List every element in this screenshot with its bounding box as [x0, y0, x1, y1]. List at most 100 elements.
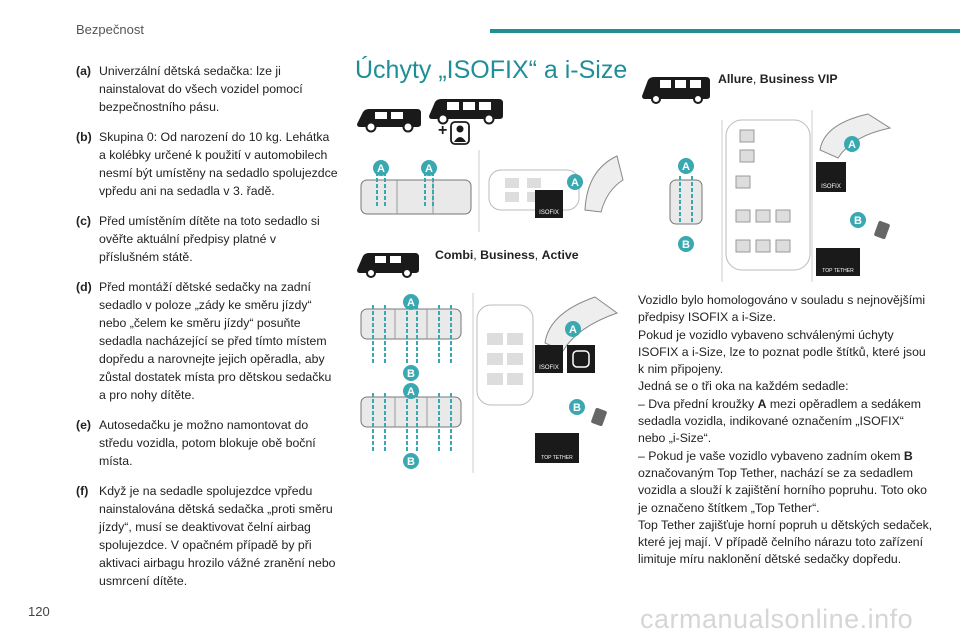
svg-text:TOP TETHER: TOP TETHER — [822, 268, 854, 274]
variant-name: Combi — [435, 248, 474, 262]
svg-text:A: A — [682, 161, 690, 173]
variant-name: Active — [541, 248, 579, 262]
short-van-icon — [357, 109, 421, 133]
note-text: Když je na sedadle spolujezdce vpředu na… — [99, 484, 336, 588]
child-seat-icon — [450, 121, 470, 145]
text: mezi opěradlem a sedákem sedadla vozidla… — [638, 396, 921, 446]
badge-a-icon: A — [403, 383, 419, 399]
note-text: Univerzální dětská sedačka: lze ji nains… — [99, 64, 303, 114]
paragraph: Vozidlo bylo homologováno v souladu s ne… — [638, 293, 926, 325]
svg-text:B: B — [407, 368, 415, 380]
van-floorplan-icon — [725, 119, 811, 271]
badge-a-icon: A — [373, 160, 389, 176]
note-label: (c) — [76, 214, 92, 228]
badge-b-icon: B — [678, 236, 694, 252]
seat-closeup-illustration: A — [544, 296, 619, 352]
text: – Pokud je vaše vozidlo vybaveno zadním … — [638, 448, 904, 463]
seat-closeup-illustration: A — [819, 113, 892, 159]
badge-b-icon: B — [403, 365, 419, 381]
note-e: (e) Autosedačku je možno namontovat do st… — [76, 416, 338, 470]
top-tether-label-icon: TOP TETHER — [816, 248, 860, 276]
svg-text:B: B — [682, 239, 690, 251]
notes-list: (a)Univerzální dětská sedačka: lze ji na… — [76, 62, 338, 602]
isofix-arrows-row-2 — [372, 305, 452, 365]
paragraph: Jedná se o tři oka na každém sedadle: — [638, 379, 849, 394]
isofix-description: Vozidlo bylo homologováno v souladu s ne… — [638, 292, 934, 569]
bench-seat-illustration — [360, 179, 472, 215]
letter-a: A — [757, 396, 767, 411]
svg-text:ISOFIX: ISOFIX — [539, 365, 559, 371]
note-d: (d) Před montáží dětské sedačky na zadní … — [76, 278, 338, 404]
van-icons: + — [357, 99, 503, 145]
combi-van-icon — [357, 253, 419, 278]
svg-text:A: A — [425, 163, 433, 175]
note-text: Skupina 0: Od narození do 10 kg. Lehátka… — [99, 130, 338, 198]
svg-text:B: B — [854, 215, 862, 227]
svg-text:ISOFIX: ISOFIX — [821, 184, 841, 190]
row-2-seats — [360, 308, 462, 340]
svg-text:A: A — [407, 297, 415, 309]
badge-b-icon: B — [569, 399, 585, 415]
svg-text:A: A — [377, 163, 385, 175]
letter-b: B — [903, 448, 913, 463]
rear-bench-isofix-diagram: A A ISOFIX A — [355, 150, 625, 232]
allure-van-icon — [642, 77, 710, 104]
isofix-label-icon: ISOFIX — [816, 162, 846, 192]
note-text: Před montáží dětské sedačky na zadní sed… — [99, 280, 332, 402]
variant-name: Business VIP — [759, 72, 838, 86]
section-header: Bezpečnost — [76, 22, 144, 37]
badge-b-icon: B — [850, 212, 866, 228]
side-seat-illustration — [669, 176, 703, 225]
long-van-icon — [429, 99, 503, 125]
text: – Dva přední kroužky — [638, 396, 758, 411]
anchor-hook-icon — [591, 407, 607, 427]
watermark: carmanualsonline.info — [640, 604, 914, 634]
van-floorplan-icon — [476, 304, 534, 406]
isofix-arrow-a-2 — [424, 172, 434, 208]
note-a: (a)Univerzální dětská sedačka: lze ji na… — [76, 62, 338, 116]
isize-label-icon — [567, 345, 595, 373]
van-floorplan-icon — [488, 169, 580, 211]
isofix-arrows-row-3 — [372, 393, 452, 453]
variant-name: Business — [480, 248, 535, 262]
note-label: (d) — [76, 280, 92, 294]
anchor-hook-icon — [874, 220, 890, 240]
svg-text:+: + — [438, 122, 447, 139]
badge-a-icon: A — [678, 158, 694, 174]
badge-b-icon: B — [403, 453, 419, 469]
section-title: Úchyty „ISOFIX“ a i-Size — [355, 56, 628, 84]
note-label: (f) — [76, 484, 89, 498]
note-label: (b) — [76, 130, 92, 144]
svg-text:A: A — [571, 177, 579, 189]
badge-a-icon: A — [403, 294, 419, 310]
seat-closeup-illustration: A — [567, 155, 624, 213]
svg-text:A: A — [569, 324, 577, 336]
text: označovaným Top Tether, nachází se za se… — [638, 465, 927, 515]
note-label: (e) — [76, 418, 92, 432]
combi-isofix-diagram: A B A B A ISOFIX B TOP TETHER — [360, 293, 619, 473]
page-number: 120 — [28, 604, 50, 619]
variant-allure-label: Allure, Business VIP — [718, 72, 838, 86]
isofix-arrow-a-1 — [376, 172, 386, 208]
allure-isofix-diagram: A B A ISOFIX B TOP TETHER — [669, 110, 892, 282]
isofix-label-icon: ISOFIX — [535, 190, 563, 218]
paragraph-top-tether: – Pokud je vaše vozidlo vybaveno zadním … — [638, 448, 934, 517]
svg-text:A: A — [407, 386, 415, 398]
svg-text:ISOFIX: ISOFIX — [539, 210, 559, 216]
variant-name: Allure — [718, 72, 753, 86]
svg-text:TOP TETHER: TOP TETHER — [541, 455, 573, 461]
row-3-seats — [360, 396, 462, 428]
note-c: (c) Před umístěním dítěte na toto sedadlo… — [76, 212, 338, 266]
paragraph-front-rings: – Dva přední kroužky A mezi opěradlem a … — [638, 396, 934, 448]
note-text: Před umístěním dítěte na toto sedadlo si… — [99, 214, 320, 264]
svg-text:A: A — [848, 139, 856, 151]
paragraph: Top Tether zajišťuje horní popruh u děts… — [638, 517, 933, 567]
note-f: (f) Když je na sedadle spolujezdce vpředu… — [76, 482, 338, 590]
variant-combi-label: Combi, Business, Active — [435, 248, 579, 262]
paragraph: Pokud je vozidlo vybaveno schválenými úc… — [638, 327, 926, 377]
note-text: Autosedačku je možno namontovat do střed… — [99, 418, 316, 468]
isofix-label-icon: ISOFIX — [535, 345, 563, 373]
top-tether-label-icon: TOP TETHER — [535, 433, 579, 463]
svg-text:B: B — [407, 456, 415, 468]
badge-a-icon: A — [421, 160, 437, 176]
